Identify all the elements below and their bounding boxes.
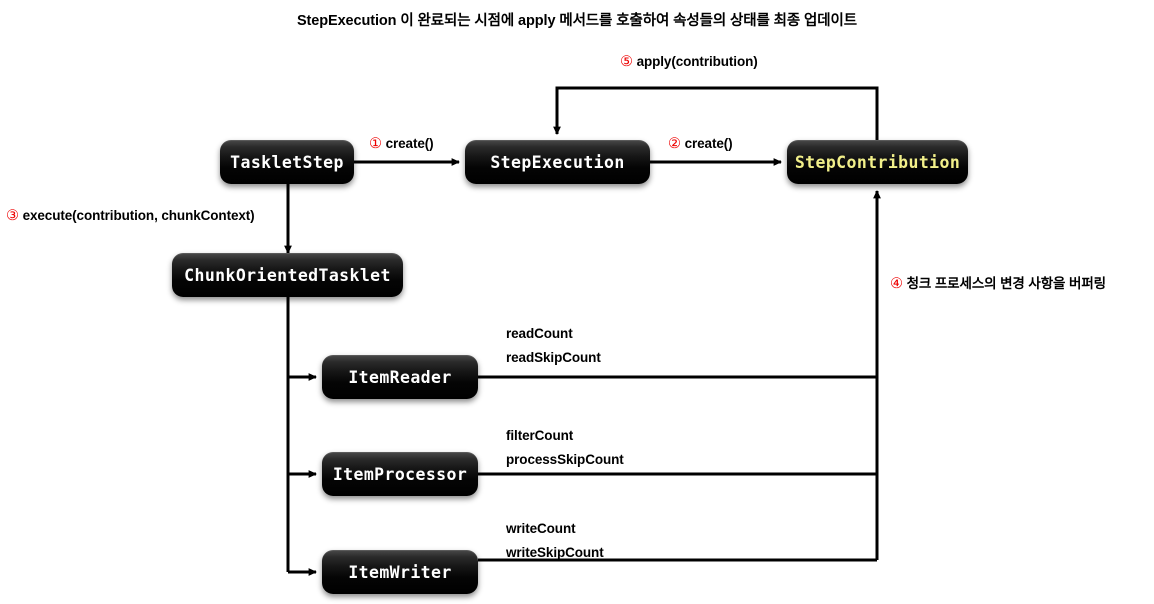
node-item-reader-label: ItemReader	[348, 367, 452, 387]
property-process-skip-count: processSkipCount	[506, 452, 624, 467]
label-execute-contribution: ③ execute(contribution, chunkContext)	[6, 208, 255, 224]
marker-one: ①	[369, 136, 382, 152]
property-read-skip-count: readSkipCount	[506, 350, 601, 365]
marker-four: ④	[890, 276, 903, 292]
node-chunk-oriented-tasklet-label: ChunkOrientedTasklet	[184, 265, 391, 285]
property-write-skip-count: writeSkipCount	[506, 545, 604, 560]
label-buffer-changes-text: 청크 프로세스의 변경 사항을 버퍼링	[906, 276, 1107, 291]
label-apply-contribution-text: apply(contribution)	[636, 54, 758, 69]
wire-apply-contribution	[553, 86, 879, 140]
marker-three: ③	[6, 208, 19, 224]
marker-two: ②	[668, 136, 681, 152]
node-step-execution-label: StepExecution	[490, 152, 625, 172]
node-item-writer[interactable]: ItemWriter	[322, 550, 478, 594]
label-buffer-changes: ④ 청크 프로세스의 변경 사항을 버퍼링	[890, 272, 1106, 292]
property-filter-count: filterCount	[506, 428, 574, 443]
node-step-execution[interactable]: StepExecution	[465, 140, 650, 184]
node-step-contribution-label: StepContribution	[794, 152, 961, 172]
property-read-count: readCount	[506, 326, 573, 341]
node-item-writer-label: ItemWriter	[348, 562, 452, 582]
diagram-title: StepExecution 이 완료되는 시점에 apply 메서드를 호출하여…	[296, 13, 858, 29]
node-chunk-oriented-tasklet[interactable]: ChunkOrientedTasklet	[172, 253, 403, 297]
property-write-count: writeCount	[506, 521, 576, 536]
marker-five: ⑤	[620, 54, 633, 70]
label-apply-contribution: ⑤ apply(contribution)	[620, 54, 758, 70]
label-create-step-execution-text: create()	[385, 136, 434, 151]
node-tasklet-step-label: TaskletStep	[230, 152, 344, 172]
node-item-processor[interactable]: ItemProcessor	[322, 452, 478, 496]
node-item-reader[interactable]: ItemReader	[322, 355, 478, 399]
node-item-processor-label: ItemProcessor	[332, 464, 468, 484]
label-create-step-execution: ① create()	[369, 136, 434, 152]
label-create-step-contribution: ② create()	[668, 136, 733, 152]
node-tasklet-step[interactable]: TaskletStep	[220, 140, 354, 184]
label-create-step-contribution-text: create()	[684, 136, 733, 151]
node-step-contribution[interactable]: StepContribution	[787, 140, 968, 184]
label-execute-contribution-text: execute(contribution, chunkContext)	[22, 208, 255, 223]
